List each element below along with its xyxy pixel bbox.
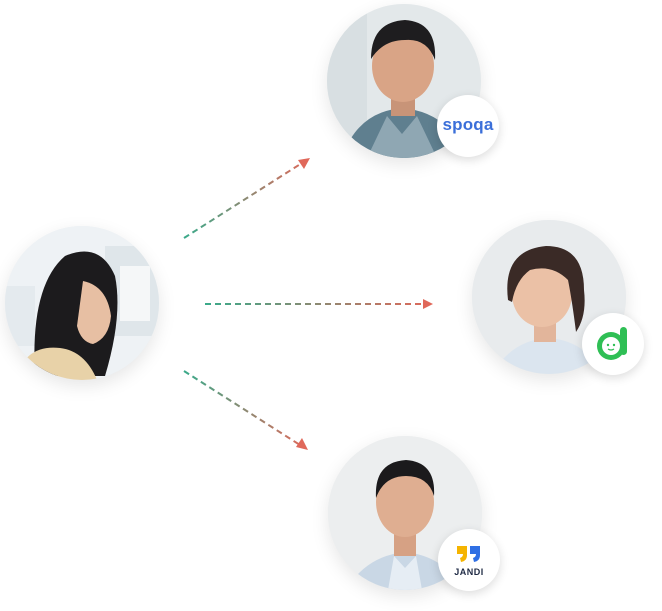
jandi-logo-label: JANDI: [454, 567, 484, 577]
arrow-to-middle: [205, 299, 433, 309]
woman-at-laptop-photo: [5, 226, 159, 380]
jandi-logo-badge: JANDI: [438, 529, 500, 591]
source-person-avatar: [5, 226, 159, 380]
arrow-to-bottom: [183, 370, 308, 450]
target-person-top-avatar: [327, 4, 481, 158]
jandi-logo: [457, 546, 480, 562]
man-glasses-photo: [327, 4, 481, 158]
green-mascot-logo: [597, 327, 627, 360]
green-mascot-logo-badge: [582, 313, 644, 375]
spoqa-logo-badge: spoqa: [437, 95, 499, 157]
arrow-to-top: [183, 158, 310, 239]
spoqa-logo: spoqa: [442, 115, 494, 134]
